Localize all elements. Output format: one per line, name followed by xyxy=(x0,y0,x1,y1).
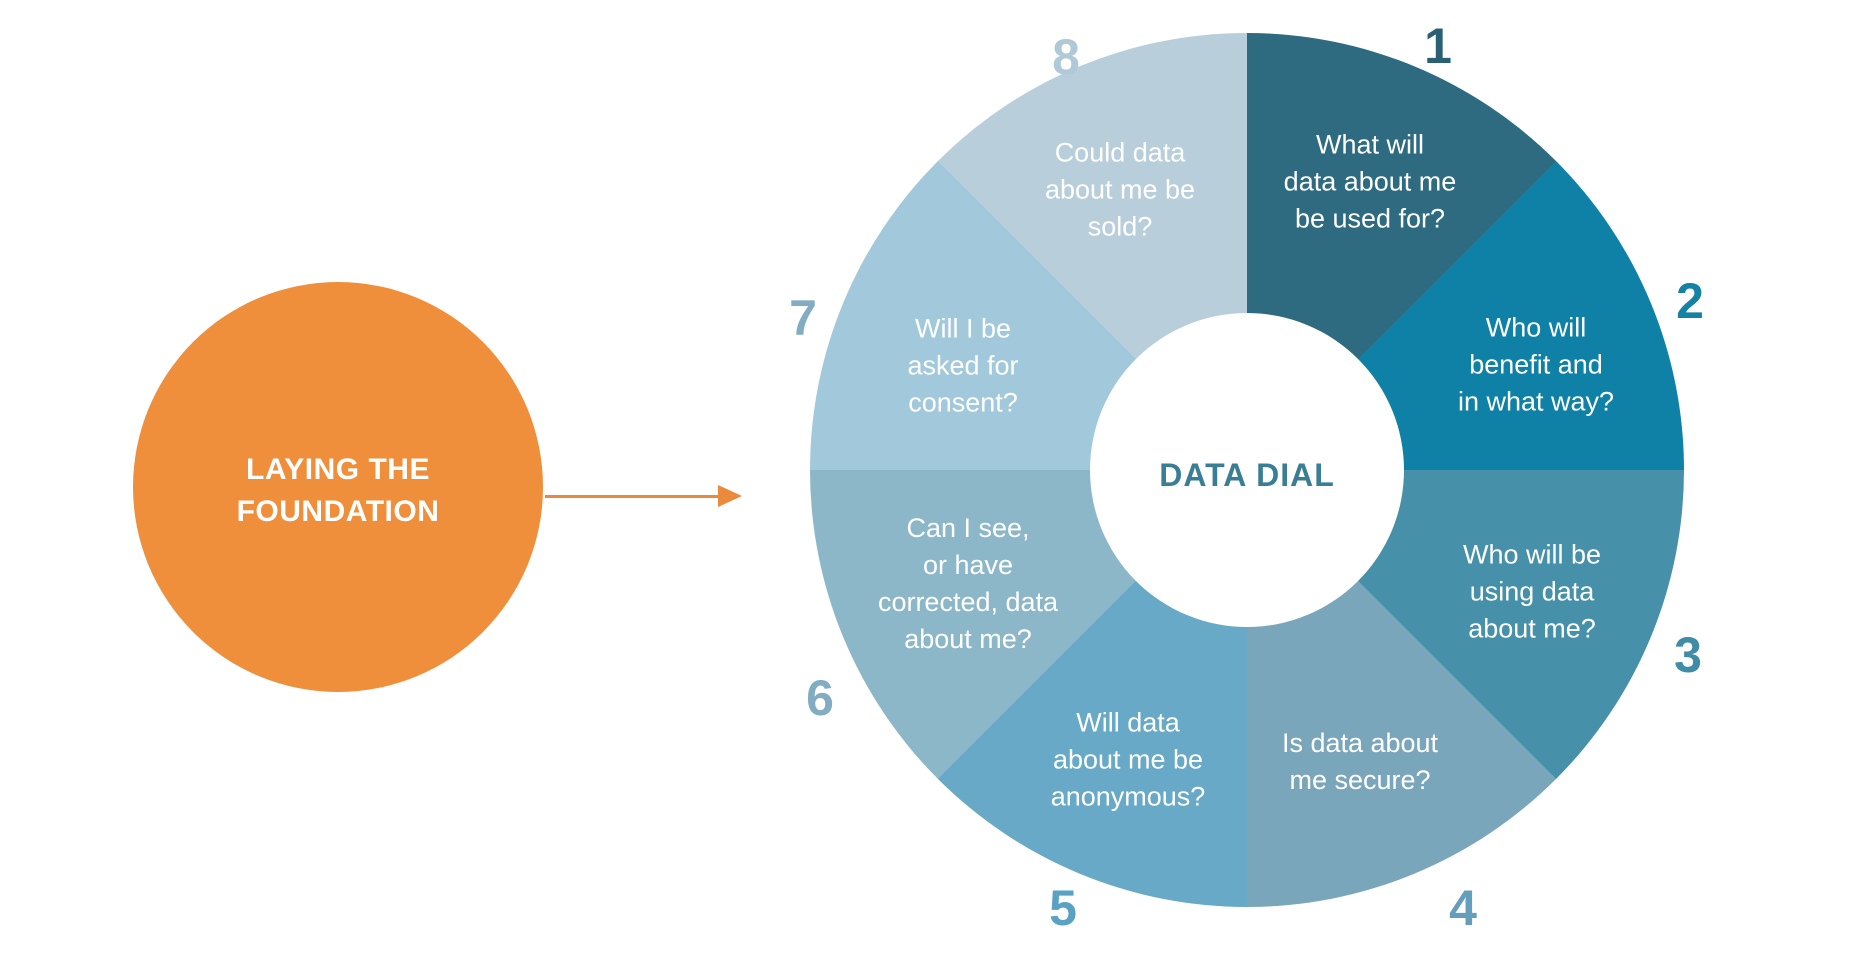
foundation-label-line1: LAYING THE xyxy=(246,453,430,486)
segment-number-2: 2 xyxy=(1676,273,1704,329)
segment-number-4: 4 xyxy=(1449,880,1477,936)
segment-number-1: 1 xyxy=(1424,18,1452,74)
segment-number-5: 5 xyxy=(1049,880,1077,936)
connector-arrow-line xyxy=(545,495,722,498)
dial-title: DATA DIAL xyxy=(1159,456,1335,493)
segment-number-7: 7 xyxy=(789,290,817,346)
foundation-label: LAYING THE FOUNDATION xyxy=(237,449,440,533)
connector-arrow-head xyxy=(718,485,742,507)
foundation-circle: LAYING THE FOUNDATION xyxy=(133,282,543,692)
foundation-label-line2: FOUNDATION xyxy=(236,495,440,528)
segment-number-6: 6 xyxy=(806,670,834,726)
dial-hub: DATA DIAL xyxy=(1090,313,1404,627)
segment-number-3: 3 xyxy=(1674,627,1702,683)
